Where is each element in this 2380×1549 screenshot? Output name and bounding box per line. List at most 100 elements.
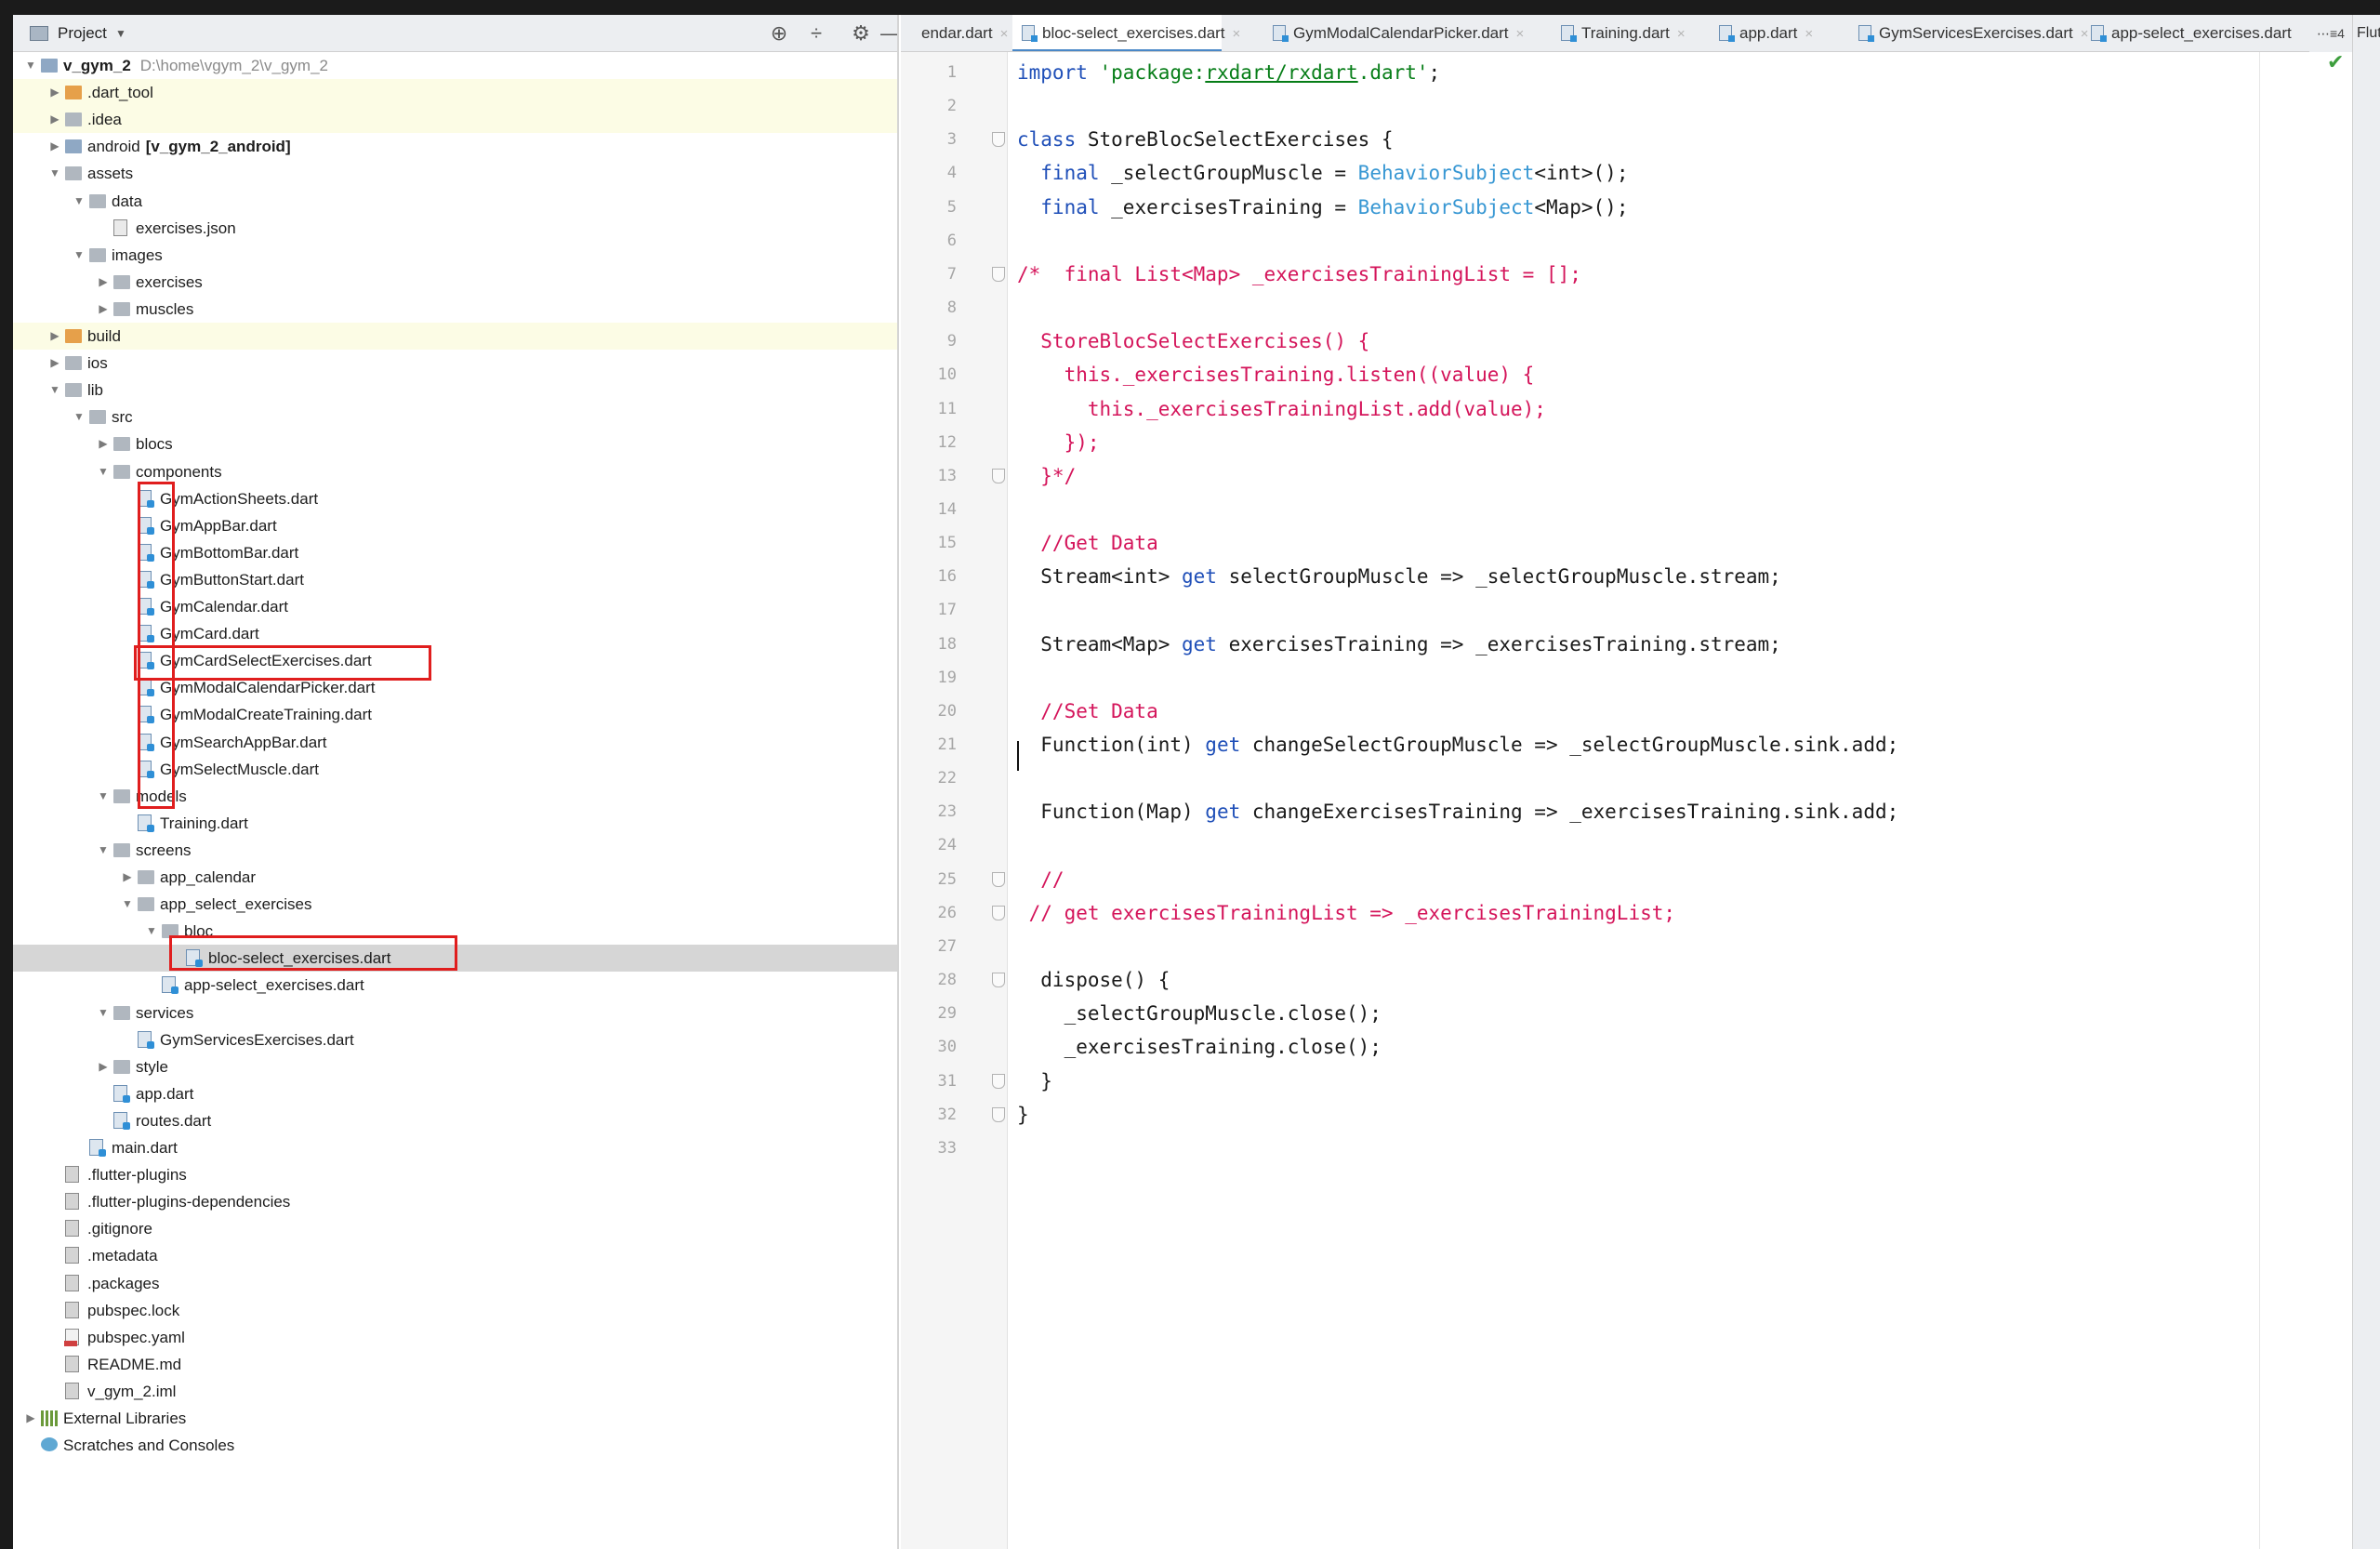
close-icon[interactable]: × bbox=[2080, 26, 2089, 42]
tree-file-row[interactable]: GymBottomBar.dart bbox=[13, 539, 897, 566]
close-icon[interactable]: × bbox=[1515, 26, 1525, 42]
expand-arrow-icon[interactable]: ▼ bbox=[98, 1005, 109, 1019]
tree-file-row[interactable]: app.dart bbox=[13, 1080, 897, 1107]
collapse-arrow-icon[interactable]: ▶ bbox=[50, 113, 60, 126]
editor-scroll-area[interactable]: ✔ bbox=[2259, 50, 2352, 1549]
expand-arrow-icon[interactable]: ▼ bbox=[98, 842, 109, 856]
tree-folder-row[interactable]: ▼images bbox=[13, 242, 897, 269]
tree-file-row[interactable]: GymSelectMuscle.dart bbox=[13, 756, 897, 783]
tree-folder-row[interactable]: ▼data bbox=[13, 188, 897, 215]
tree-file-row[interactable]: .gitignore bbox=[13, 1215, 897, 1242]
fold-marker-icon[interactable] bbox=[992, 132, 1005, 148]
tree-folder-row[interactable]: ▶External Libraries bbox=[13, 1405, 897, 1432]
editor-tab[interactable]: GymServicesExercises.dart× bbox=[1849, 15, 2089, 51]
tree-folder-row[interactable]: ▶android[v_gym_2_android] bbox=[13, 133, 897, 160]
hide-icon[interactable]: — bbox=[880, 21, 899, 45]
close-icon[interactable]: × bbox=[1232, 26, 1241, 42]
tree-file-row[interactable]: GymModalCalendarPicker.dart bbox=[13, 674, 897, 701]
flutter-tool-tab[interactable]: Flut bbox=[2357, 25, 2380, 41]
editor-tab[interactable]: bloc-select_exercises.dart× bbox=[1012, 15, 1240, 51]
collapse-arrow-icon[interactable]: ▶ bbox=[99, 1059, 108, 1073]
fold-marker-icon[interactable] bbox=[992, 973, 1005, 988]
editor-tab[interactable]: app-select_exercises.dart bbox=[2082, 15, 2305, 51]
expand-arrow-icon[interactable]: ▼ bbox=[122, 897, 133, 911]
expand-arrow-icon[interactable]: ▼ bbox=[49, 383, 60, 397]
editor-tab[interactable]: GymModalCalendarPicker.dart× bbox=[1263, 15, 1528, 51]
tree-folder-row[interactable]: ▼services bbox=[13, 1000, 897, 1026]
tree-folder-row[interactable]: ▶muscles bbox=[13, 296, 897, 323]
close-icon[interactable]: × bbox=[1676, 26, 1686, 42]
tree-folder-row[interactable]: ▼screens bbox=[13, 837, 897, 864]
collapse-icon[interactable]: ÷ bbox=[810, 21, 823, 45]
tree-folder-row[interactable]: ▶.idea bbox=[13, 106, 897, 134]
tree-file-row[interactable]: pubspec.yaml bbox=[13, 1324, 897, 1351]
expand-arrow-icon[interactable]: ▼ bbox=[25, 59, 36, 72]
fold-marker-icon[interactable] bbox=[992, 266, 1005, 282]
fold-marker-icon[interactable] bbox=[992, 1073, 1005, 1089]
tree-file-row[interactable]: app-select_exercises.dart bbox=[13, 972, 897, 999]
editor-tab[interactable]: Training.dart× bbox=[1552, 15, 1686, 51]
expand-arrow-icon[interactable]: ▼ bbox=[98, 464, 109, 478]
expand-arrow-icon[interactable]: ▼ bbox=[146, 924, 157, 938]
collapse-arrow-icon[interactable]: ▶ bbox=[50, 86, 60, 99]
tree-file-row[interactable]: README.md bbox=[13, 1351, 897, 1378]
tree-file-row[interactable]: Training.dart bbox=[13, 810, 897, 837]
editor-tab[interactable]: app.dart× bbox=[1710, 15, 1814, 51]
tree-file-row[interactable]: GymActionSheets.dart bbox=[13, 485, 897, 512]
tab-overflow-button[interactable]: ⋯≡4 bbox=[2309, 15, 2352, 52]
collapse-arrow-icon[interactable]: ▶ bbox=[26, 1411, 35, 1424]
fold-marker-icon[interactable] bbox=[992, 871, 1005, 887]
tree-file-row[interactable]: GymCard.dart bbox=[13, 620, 897, 647]
collapse-arrow-icon[interactable]: ▶ bbox=[99, 437, 108, 451]
tree-file-row[interactable]: GymAppBar.dart bbox=[13, 512, 897, 539]
tree-file-row[interactable]: GymSearchAppBar.dart bbox=[13, 729, 897, 756]
collapse-arrow-icon[interactable]: ▶ bbox=[99, 301, 108, 315]
locate-icon[interactable]: ⊕ bbox=[770, 21, 788, 45]
tree-file-row[interactable]: Scratches and Consoles bbox=[13, 1432, 897, 1459]
tree-file-row[interactable]: .flutter-plugins-dependencies bbox=[13, 1188, 897, 1215]
fold-marker-icon[interactable] bbox=[992, 468, 1005, 483]
tree-file-row[interactable]: pubspec.lock bbox=[13, 1297, 897, 1324]
tree-file-row[interactable]: GymModalCreateTraining.dart bbox=[13, 701, 897, 728]
chevron-down-icon[interactable]: ▼ bbox=[115, 27, 126, 40]
collapse-arrow-icon[interactable]: ▶ bbox=[123, 870, 132, 883]
tree-folder-row[interactable]: ▼app_select_exercises bbox=[13, 891, 897, 918]
tree-folder-row[interactable]: ▶build bbox=[13, 323, 897, 350]
tree-folder-row[interactable]: ▼components bbox=[13, 458, 897, 485]
editor-tab[interactable]: endar.dart× bbox=[912, 15, 1008, 51]
tree-file-row[interactable]: GymCardSelectExercises.dart bbox=[13, 647, 897, 674]
expand-arrow-icon[interactable]: ▼ bbox=[73, 247, 85, 261]
tree-folder-row[interactable]: ▶style bbox=[13, 1053, 897, 1080]
tree-folder-row[interactable]: ▶blocs bbox=[13, 430, 897, 457]
tree-file-row[interactable]: main.dart bbox=[13, 1134, 897, 1161]
expand-arrow-icon[interactable]: ▼ bbox=[98, 788, 109, 802]
tree-folder-row[interactable]: ▼src bbox=[13, 404, 897, 430]
tree-file-row[interactable]: v_gym_2.iml bbox=[13, 1378, 897, 1405]
tree-file-row[interactable]: .packages bbox=[13, 1270, 897, 1297]
collapse-arrow-icon[interactable]: ▶ bbox=[50, 356, 60, 370]
close-icon[interactable]: × bbox=[999, 26, 1009, 42]
tree-folder-row[interactable]: ▶app_calendar bbox=[13, 864, 897, 891]
tree-folder-row[interactable]: ▼assets bbox=[13, 160, 897, 187]
fold-marker-icon[interactable] bbox=[992, 1106, 1005, 1122]
close-icon[interactable]: × bbox=[1805, 26, 1814, 42]
tree-folder-row[interactable]: ▼lib bbox=[13, 377, 897, 404]
collapse-arrow-icon[interactable]: ▶ bbox=[50, 139, 60, 153]
gear-icon[interactable]: ⚙ bbox=[852, 21, 870, 45]
tree-file-row[interactable]: routes.dart bbox=[13, 1107, 897, 1134]
tree-folder-row[interactable]: ▶exercises bbox=[13, 269, 897, 296]
expand-arrow-icon[interactable]: ▼ bbox=[49, 166, 60, 180]
collapse-arrow-icon[interactable]: ▶ bbox=[50, 329, 60, 342]
tree-file-row[interactable]: exercises.json bbox=[13, 215, 897, 242]
fold-marker-icon[interactable] bbox=[992, 905, 1005, 920]
tree-folder-row[interactable]: ▶ios bbox=[13, 350, 897, 377]
expand-arrow-icon[interactable]: ▼ bbox=[73, 410, 85, 424]
collapse-arrow-icon[interactable]: ▶ bbox=[99, 274, 108, 288]
tree-file-row[interactable]: .metadata bbox=[13, 1242, 897, 1269]
expand-arrow-icon[interactable]: ▼ bbox=[73, 193, 85, 207]
project-panel-title[interactable]: Project bbox=[58, 24, 107, 42]
tree-file-row[interactable]: GymServicesExercises.dart bbox=[13, 1026, 897, 1053]
tree-file-row[interactable]: .flutter-plugins bbox=[13, 1161, 897, 1188]
tree-folder-row[interactable]: ▶.dart_tool bbox=[13, 79, 897, 107]
